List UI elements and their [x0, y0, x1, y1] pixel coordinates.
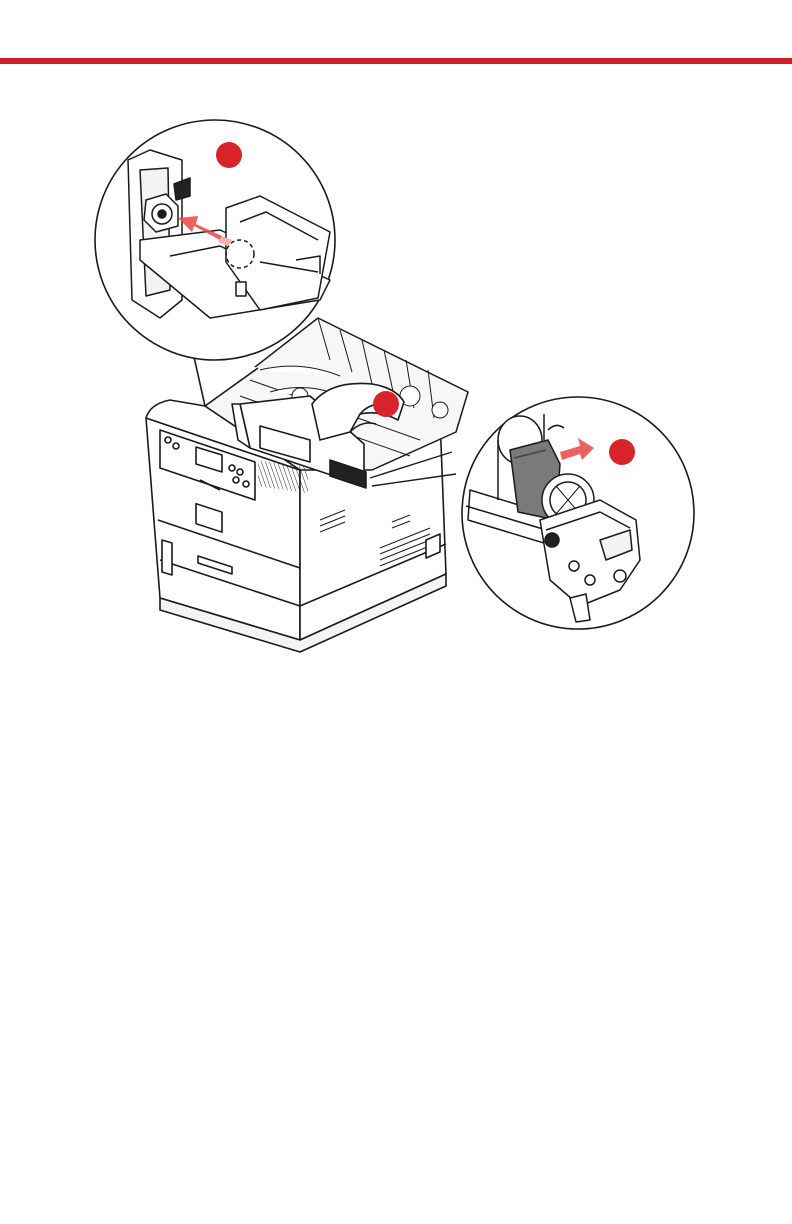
callout-marker-dot-main	[373, 391, 399, 417]
callout-marker-dot	[609, 439, 635, 465]
toner-installation-figure	[0, 0, 792, 700]
callout-marker-dot	[216, 142, 242, 168]
